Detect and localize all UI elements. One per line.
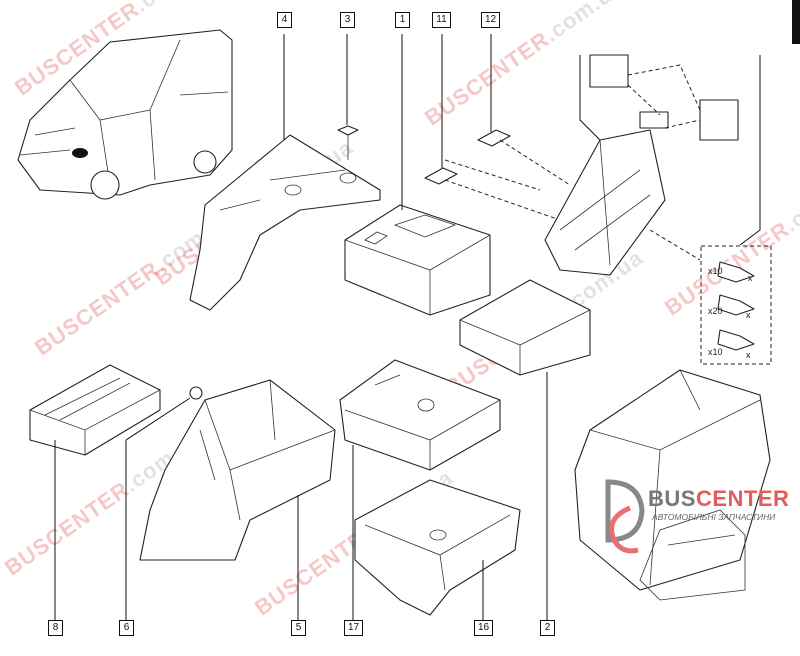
callout-11: 11: [432, 12, 451, 28]
callout-16: 16: [474, 620, 493, 636]
dimension-label: x: [746, 350, 751, 360]
corner-mark: [792, 0, 800, 44]
callout-3: 3: [340, 12, 355, 28]
callout-6: 6: [119, 620, 134, 636]
callout-8: 8: [48, 620, 63, 636]
dimension-label: x: [746, 310, 751, 320]
callout-12: 12: [481, 12, 500, 28]
callout-17: 17: [344, 620, 363, 636]
quantity-label: x20: [708, 306, 723, 316]
callout-1: 1: [395, 12, 410, 28]
dimension-label: x: [748, 273, 753, 283]
logo-mark-icon: [605, 479, 645, 554]
quantity-label: x10: [708, 266, 723, 276]
callout-4: 4: [277, 12, 292, 28]
callout-5: 5: [291, 620, 306, 636]
callout-2: 2: [540, 620, 555, 636]
buscenter-logo: BUSCENTER АВТОМОБІЛЬНІ ЗАПЧАСТИНИ: [600, 478, 790, 558]
van-illustration: [17, 29, 233, 200]
quantity-label: x10: [708, 347, 723, 357]
